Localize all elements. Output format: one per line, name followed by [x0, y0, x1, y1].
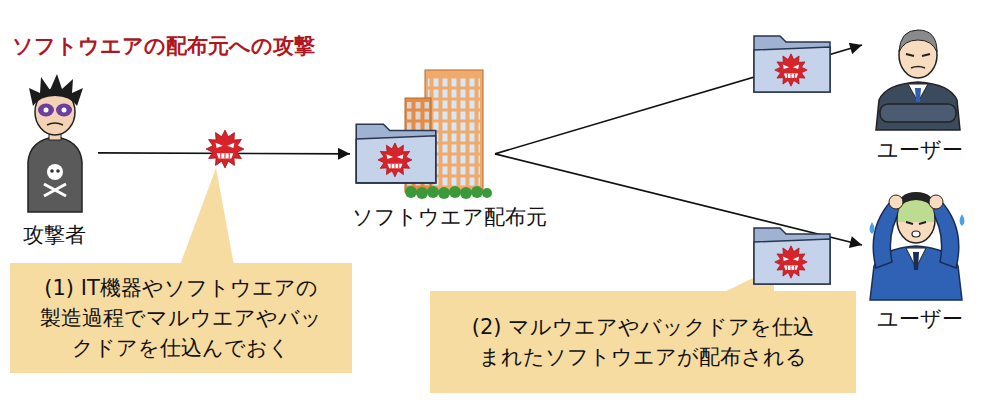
- callout-text: (1) IT機器やソフトウエアの製造過程でマルウエアやバックドアを仕込んでおく: [35, 273, 327, 363]
- crossbones: [44, 184, 66, 196]
- infected-folder: [754, 36, 830, 92]
- bushes: [405, 186, 492, 199]
- infected-folder: [754, 228, 830, 284]
- sweat-drop: [960, 214, 965, 226]
- figure-label: ユーザー: [842, 137, 997, 163]
- eye-mask: [38, 104, 54, 117]
- eye-mask: [56, 104, 72, 117]
- figure-node: ユーザー: [862, 172, 977, 332]
- callout-box: (2) マルウエアやバックドアを仕込まれたソフトウエアが配布される: [430, 291, 856, 393]
- sweat-drop: [870, 222, 875, 234]
- figure-label: ユーザー: [842, 306, 997, 332]
- figure-label: ソフトウエア配布元: [352, 204, 547, 230]
- callout-text: (2) マルウエアやバックドアを仕込まれたソフトウエアが配布される: [465, 312, 821, 372]
- figure-label: 攻撃者: [0, 222, 118, 248]
- virus-icon: [206, 130, 244, 168]
- figure-node: 攻撃者: [10, 75, 98, 248]
- diagram-title: ソフトウエアの配布元への攻撃: [12, 32, 315, 60]
- attacker-figure: [28, 74, 83, 212]
- infected-folder: [356, 124, 436, 183]
- attacker-body: [28, 137, 82, 212]
- callout-pointer: [180, 168, 234, 265]
- figure-node: ユーザー: [862, 5, 977, 163]
- user-figure: [876, 30, 960, 130]
- arrow-connector: [495, 154, 862, 245]
- user-figure: [870, 192, 965, 300]
- callout-box: (1) IT機器やソフトウエアの製造過程でマルウエアやバックドアを仕込んでおく: [10, 263, 352, 373]
- attacker-hair: [29, 74, 83, 106]
- skull: [47, 164, 63, 180]
- figure-node: ソフトウエア配布元: [350, 68, 495, 230]
